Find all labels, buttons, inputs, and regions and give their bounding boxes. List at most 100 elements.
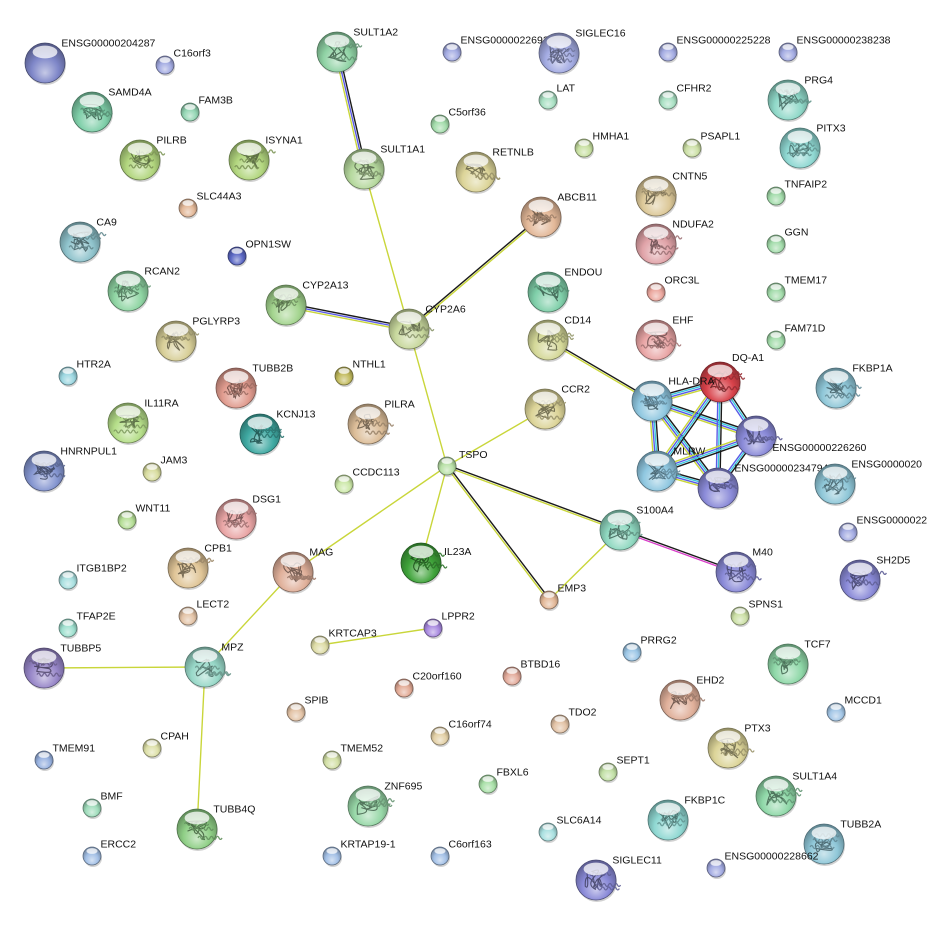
node-itgb1bp2[interactable]: ITGB1BP2 (58, 563, 127, 592)
node-sult1a2[interactable]: SULT1A2 (316, 27, 398, 74)
node-tmem91[interactable]: TMEM91 (34, 743, 95, 772)
node-cfhr2[interactable]: CFHR2 (658, 83, 712, 112)
node-lect2[interactable]: LECT2 (178, 599, 229, 628)
node-cyp2a6[interactable]: CYP2A6 (388, 304, 466, 351)
node-tmem52[interactable]: TMEM52 (322, 743, 383, 772)
node-dq-a1[interactable]: DQ-A1 (699, 352, 764, 404)
node-htr2a[interactable]: HTR2A (58, 359, 111, 388)
node-siglec11[interactable]: SIGLEC11 (575, 855, 662, 902)
node-endou[interactable]: ENDOU (527, 267, 602, 314)
node-ensg0000020[interactable]: ENSG0000020 (814, 459, 922, 506)
node-ensg00000226923[interactable]: ENSG00000226923 (442, 35, 555, 64)
node-mpz[interactable]: MPZ (184, 642, 244, 689)
node-ggn[interactable]: GGN (766, 227, 808, 256)
node-siglec16[interactable]: SIGLEC16 (538, 28, 626, 75)
node-sult1a4[interactable]: SULT1A4 (755, 771, 837, 818)
node-cpah[interactable]: CPAH (142, 731, 189, 760)
node-psapl1[interactable]: PSAPL1 (682, 131, 740, 160)
node-tubb2a[interactable]: TUBB2A (803, 819, 881, 866)
edge-s100a4-m40[interactable] (619, 528, 737, 574)
node-c16orf74[interactable]: C16orf74 (430, 719, 492, 748)
node-mccd1[interactable]: MCCD1 (826, 695, 882, 724)
node-pitx3[interactable]: PITX3 (779, 123, 846, 170)
edge-cyp2a6-tspo[interactable] (408, 328, 448, 467)
node-ccdc113[interactable]: CCDC113 (334, 467, 400, 496)
node-prrg2[interactable]: PRRG2 (622, 635, 677, 664)
node-wnt11[interactable]: WNT11 (117, 503, 170, 532)
node-mag[interactable]: MAG (272, 547, 333, 594)
node-pilra[interactable]: PILRA (347, 399, 415, 446)
node-znf695[interactable]: ZNF695 (347, 781, 422, 828)
node-fkbp1c[interactable]: FKBP1C (647, 795, 726, 842)
node-hmha1[interactable]: HMHA1 (574, 131, 629, 160)
node-isyna1[interactable]: ISYNA1 (228, 135, 303, 182)
node-cd14[interactable]: CD14 (527, 315, 591, 362)
node-c20orf160[interactable]: C20orf160 (394, 671, 462, 700)
edge-mag-mpz[interactable] (204, 571, 294, 668)
node-tnfaip2[interactable]: TNFAIP2 (766, 179, 827, 208)
node-ensg0000022[interactable]: ENSG0000022 (838, 515, 927, 544)
node-tubbp5[interactable]: TUBBP5 (23, 643, 101, 690)
node-sept1[interactable]: SEPT1 (598, 755, 650, 784)
node-rcan2[interactable]: RCAN2 (107, 266, 180, 313)
edge-mpz-tubb4q[interactable] (196, 666, 206, 830)
node-ca9[interactable]: CA9 (59, 217, 117, 264)
edge-cyp2a6-abcb11[interactable] (407, 215, 543, 331)
node-m40[interactable]: M40 (715, 547, 773, 594)
node-retnlb[interactable]: RETNLB (455, 147, 534, 194)
node-emp3[interactable]: EMP3 (539, 583, 586, 612)
node-fam3b[interactable]: FAM3B (180, 95, 233, 124)
node-nthl1[interactable]: NTHL1 (334, 359, 386, 388)
node-pilrb[interactable]: PILRB (119, 135, 187, 182)
node-tfap2e[interactable]: TFAP2E (58, 611, 116, 640)
node-kcnj13[interactable]: KCNJ13 (239, 409, 316, 456)
edge-krtcap3-lppr2[interactable] (319, 627, 434, 646)
node-c5orf36[interactable]: C5orf36 (430, 107, 486, 136)
node-ehd2[interactable]: EHD2 (659, 675, 725, 722)
node-ensg00000226260[interactable]: ENSG00000226260 (735, 415, 867, 458)
node-spns1[interactable]: SPNS1 (730, 599, 783, 628)
edge-tspo-mag[interactable] (292, 465, 448, 573)
node-ensg00000225228[interactable]: ENSG00000225228 (658, 35, 771, 64)
node-dsg1[interactable]: DSG1 (215, 494, 281, 541)
node-il23a[interactable]: IL23A (400, 542, 471, 585)
node-krtcap3[interactable]: KRTCAP3 (310, 628, 377, 657)
node-lat[interactable]: LAT (538, 83, 576, 112)
node-opn1sw[interactable]: OPN1SW (227, 239, 291, 268)
node-ensg00000234794[interactable]: ENSG00000234794 (697, 463, 829, 510)
edge-tspo-emp3[interactable] (445, 464, 551, 602)
node-ccr2[interactable]: CCR2 (524, 384, 590, 431)
node-s100a4[interactable]: S100A4 (599, 505, 674, 552)
node-prg4[interactable]: PRG4 (767, 75, 833, 122)
node-sh2d5[interactable]: SH2D5 (839, 555, 910, 602)
node-ensg00000228662[interactable]: ENSG00000228662 (706, 851, 819, 880)
node-ercc2[interactable]: ERCC2 (82, 839, 136, 868)
node-cpb1[interactable]: CPB1 (167, 543, 232, 590)
node-tcf7[interactable]: TCF7 (767, 639, 831, 686)
node-fkbp1a[interactable]: FKBP1A (815, 363, 893, 410)
node-tspo[interactable]: TSPO (437, 449, 488, 477)
node-krtap19-1[interactable]: KRTAP19-1 (322, 839, 396, 868)
node-hla-dra[interactable]: HLA-DRA (631, 376, 714, 423)
node-fbxl6[interactable]: FBXL6 (478, 767, 529, 796)
edge-sult1a1-cyp2a6[interactable] (363, 168, 410, 330)
node-hnrnpul1[interactable]: HNRNPUL1 (23, 446, 117, 493)
node-ehf[interactable]: EHF (635, 315, 693, 362)
node-tubb2b[interactable]: TUBB2B (215, 363, 293, 410)
node-bmf[interactable]: BMF (82, 791, 123, 820)
node-spib[interactable]: SPIB (286, 695, 328, 724)
node-samd4a[interactable]: SAMD4A (71, 87, 152, 134)
edge-tspo-s100a4[interactable] (446, 464, 621, 532)
node-orc3l[interactable]: ORC3L (646, 275, 700, 304)
node-slc44a3[interactable]: SLC44A3 (178, 191, 242, 220)
node-cntn5[interactable]: CNTN5 (635, 171, 708, 218)
node-ensg00000204287[interactable]: ENSG00000204287 (24, 38, 156, 85)
edge-mpz-tubbp5[interactable] (43, 666, 206, 669)
node-jam3[interactable]: JAM3 (142, 455, 188, 484)
node-btbd16[interactable]: BTBD16 (502, 659, 560, 688)
node-ndufa2[interactable]: NDUFA2 (635, 219, 714, 266)
node-lppr2[interactable]: LPPR2 (423, 611, 475, 640)
node-cyp2a13[interactable]: CYP2A13 (265, 280, 349, 327)
node-mlrw[interactable]: MLRW (636, 446, 705, 493)
node-slc6a14[interactable]: SLC6A14 (538, 815, 602, 844)
